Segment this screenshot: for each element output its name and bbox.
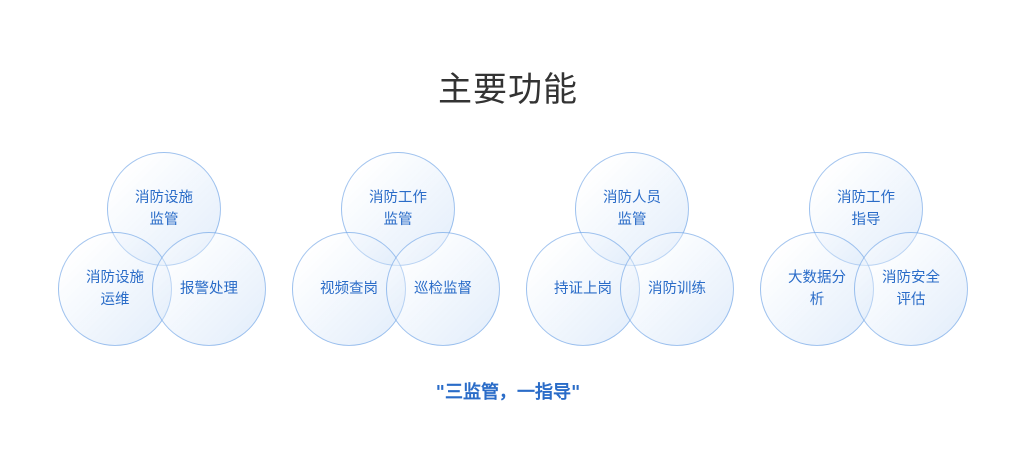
page-title: 主要功能 [438,70,578,110]
feature-circle: 消防安全评估 [854,232,968,346]
feature-circle: 消防训练 [620,232,734,346]
feature-group-2: 消防工作监管 视频查岗 巡检监督 [291,150,511,350]
feature-group-1: 消防设施监管 消防设施运维 报警处理 [57,150,277,350]
feature-group-4: 消防工作指导 大数据分析 消防安全评估 [759,150,979,350]
feature-group-3: 消防人员监管 持证上岗 消防训练 [525,150,745,350]
slogan: "三监管，一指导" [435,382,581,403]
feature-circle: 报警处理 [152,232,266,346]
feature-circle: 巡检监督 [386,232,500,346]
